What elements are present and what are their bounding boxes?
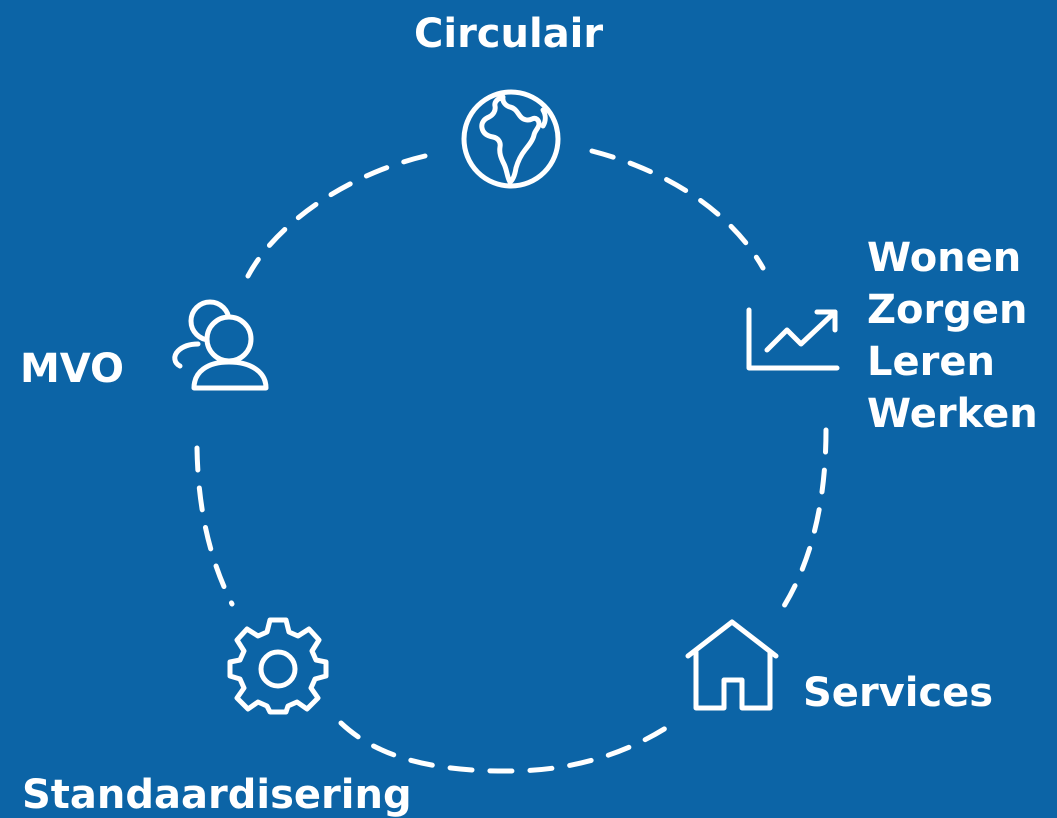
chart-icon xyxy=(745,306,841,372)
label-domains: Wonen Zorgen Leren Werken xyxy=(867,232,1038,440)
label-services: Services xyxy=(803,670,994,716)
label-circulair: Circulair xyxy=(414,11,604,57)
house-icon xyxy=(684,618,780,712)
globe-icon xyxy=(460,89,564,192)
label-domain-line: Werken xyxy=(867,391,1038,437)
label-domain-line: Leren xyxy=(867,339,995,385)
gear-icon xyxy=(227,614,329,715)
label-domain-line: Zorgen xyxy=(867,287,1028,333)
label-mvo: MVO xyxy=(20,346,125,392)
label-domain-line: Wonen xyxy=(867,235,1022,281)
label-standaardisering: Standaardisering xyxy=(22,772,412,818)
users-icon xyxy=(168,290,272,392)
